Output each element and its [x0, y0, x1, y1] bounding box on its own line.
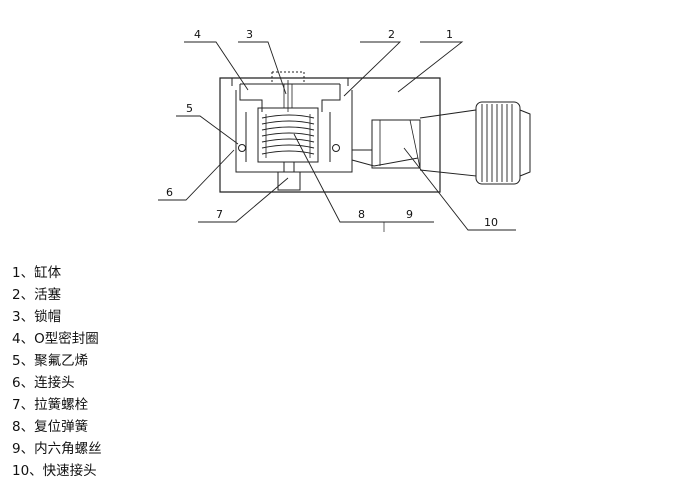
parts-legend: 1、缸体 2、活塞 3、锁帽 4、O型密封圈 5、聚氟乙烯 6、连接头 7、拉簧…	[12, 262, 102, 482]
knurled-knob	[475, 101, 521, 185]
spring-housing	[257, 107, 319, 163]
legend-item: 9、内六角螺丝	[12, 441, 102, 457]
legend-item: 8、复位弹簧	[12, 419, 89, 435]
legend-item: 1、缸体	[12, 265, 62, 281]
lock-cap	[271, 71, 305, 84]
spring-bolt	[277, 162, 301, 191]
return-spring	[261, 114, 315, 158]
top-screw	[283, 80, 293, 112]
o-ring-right	[332, 144, 340, 152]
legend-item: 5、聚氟乙烯	[12, 353, 89, 369]
leader-lines	[158, 41, 516, 232]
piston-flange	[239, 84, 341, 112]
legend-item: 3、锁帽	[12, 309, 62, 325]
legend-item: 10、快速接头	[12, 463, 97, 479]
callout-5: 5	[186, 102, 193, 115]
cylinder-body-outline	[219, 77, 441, 193]
callout-2: 2	[388, 28, 395, 41]
callout-6: 6	[166, 186, 173, 199]
callout-10: 10	[484, 216, 498, 229]
callout-4: 4	[194, 28, 201, 41]
cylinder-cross-section-diagram: 1 2 3 4 5 6 7 8 9 10	[158, 28, 531, 232]
callout-1: 1	[446, 28, 453, 41]
legend-item: 6、连接头	[12, 375, 75, 391]
knurl-lines	[481, 104, 513, 182]
body-inner-chamber	[235, 90, 353, 173]
callout-8: 8	[358, 208, 365, 221]
callout-3: 3	[246, 28, 253, 41]
legend-item: 7、拉簧螺栓	[12, 397, 89, 413]
callout-7: 7	[216, 208, 223, 221]
quick-connector-body	[371, 119, 421, 169]
legend-item: 4、O型密封圈	[12, 331, 99, 347]
callout-9: 9	[406, 208, 413, 221]
legend-item: 2、活塞	[12, 287, 62, 303]
connector-tube	[419, 109, 477, 177]
o-ring-left	[238, 144, 246, 152]
